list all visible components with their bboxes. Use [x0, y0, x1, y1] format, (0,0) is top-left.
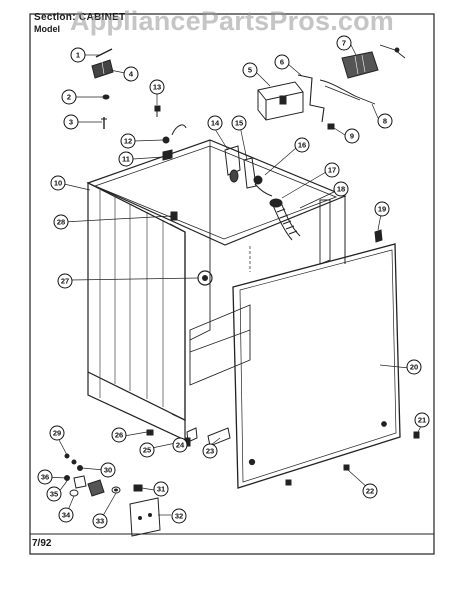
callout-circle-12: [120, 133, 136, 149]
callout-label-21: 21: [418, 416, 426, 425]
callout-label-11: 11: [122, 155, 130, 164]
callout-circle-31: [153, 481, 169, 497]
parts-14-17-fittings: [224, 145, 273, 197]
callout-label-12: 12: [124, 137, 132, 146]
callout-circle-20: [406, 359, 422, 375]
callout-circle-4: [123, 66, 139, 82]
callout-circle-29: [49, 425, 65, 441]
callout-label-1: 1: [76, 51, 80, 60]
callout-label-18: 18: [337, 185, 345, 194]
callout-label-3: 3: [69, 118, 73, 127]
parts-11-12-clips: [162, 124, 187, 161]
callout-circle-11: [118, 151, 134, 167]
callout-circle-16: [294, 137, 310, 153]
cabinet-body: [86, 139, 347, 441]
callout-label-13: 13: [153, 83, 161, 92]
callout-circle-1: [70, 47, 86, 63]
callout-circle-33: [92, 513, 108, 529]
callout-circle-5: [242, 62, 258, 78]
part-7-switch: [341, 51, 379, 79]
part-27-center: [202, 275, 208, 281]
callout-circle-2: [61, 89, 77, 105]
callout-circle-21: [414, 412, 430, 428]
callout-circle-6: [274, 54, 290, 70]
section-title: Section: CABINET: [34, 12, 126, 23]
model-label: Model: [34, 24, 60, 34]
part-19-clip: [374, 229, 383, 243]
callout-circle-19: [374, 201, 390, 217]
callout-circle-26: [111, 427, 127, 443]
callout-label-19: 19: [378, 205, 386, 214]
callout-label-32: 32: [175, 512, 183, 521]
callout-label-4: 4: [129, 70, 134, 79]
callout-label-31: 31: [157, 485, 165, 494]
callout-circle-15: [231, 115, 247, 131]
parts-1-4-group: [91, 48, 114, 129]
part-28-grommet: [170, 211, 178, 221]
callout-circle-14: [207, 115, 223, 131]
callout-label-16: 16: [298, 141, 306, 150]
callout-circle-28: [53, 214, 69, 230]
callout-circle-3: [63, 114, 79, 130]
frame-border: [29, 13, 435, 555]
callout-label-7: 7: [342, 39, 346, 48]
callout-label-27: 27: [61, 277, 69, 286]
callout-label-14: 14: [211, 119, 220, 128]
leader-lines: [46, 44, 424, 522]
callout-label-20: 20: [410, 363, 418, 372]
part-5-box: [257, 81, 304, 121]
callout-circle-13: [149, 79, 165, 95]
part-9-fastener: [327, 123, 335, 130]
callout-label-10: 10: [54, 179, 62, 188]
part-8-harness: [319, 44, 406, 105]
callout-label-8: 8: [383, 117, 387, 126]
callout-label-34: 34: [62, 511, 71, 520]
callout-label-36: 36: [41, 473, 49, 482]
callout-label-29: 29: [53, 429, 61, 438]
front-panel: [232, 243, 401, 489]
callout-circle-35: [46, 486, 62, 502]
callout-circle-7: [336, 35, 352, 51]
callout-label-2: 2: [67, 93, 71, 102]
callout-label-35: 35: [50, 490, 58, 499]
callout-label-23: 23: [206, 447, 214, 456]
callout-circle-17: [324, 162, 340, 178]
callout-circle-10: [50, 175, 66, 191]
callout-circle-30: [100, 462, 116, 478]
revision-date: 7/92: [32, 538, 52, 549]
callout-label-24: 24: [176, 441, 185, 450]
watermark-text: AppliancePartsPros.com: [70, 6, 395, 36]
part-13-screw: [154, 105, 161, 117]
bottom-hardware: [146, 427, 420, 486]
callout-label-6: 6: [280, 58, 284, 67]
callout-label-5: 5: [248, 66, 252, 75]
callout-circle-36: [37, 469, 53, 485]
part-6-bracket: [297, 74, 325, 123]
callout-circle-34: [58, 507, 74, 523]
callout-circle-9: [344, 128, 360, 144]
callout-circle-23: [202, 443, 218, 459]
callout-label-25: 25: [143, 446, 151, 455]
callout-label-28: 28: [57, 218, 65, 227]
callout-label-9: 9: [350, 132, 354, 141]
callout-label-26: 26: [115, 431, 123, 440]
callout-circle-18: [333, 181, 349, 197]
callout-circle-24: [172, 437, 188, 453]
callout-circle-32: [171, 508, 187, 524]
fill-hose: [269, 198, 301, 241]
callout-circle-22: [362, 483, 378, 499]
callout-label-17: 17: [328, 166, 336, 175]
callout-label-33: 33: [96, 517, 104, 526]
callout-label-22: 22: [366, 487, 374, 496]
callout-circle-8: [377, 113, 393, 129]
callout-circle-27: [57, 273, 73, 289]
callout-label-30: 30: [104, 466, 112, 475]
callout-circle-25: [139, 442, 155, 458]
callout-label-15: 15: [235, 119, 243, 128]
